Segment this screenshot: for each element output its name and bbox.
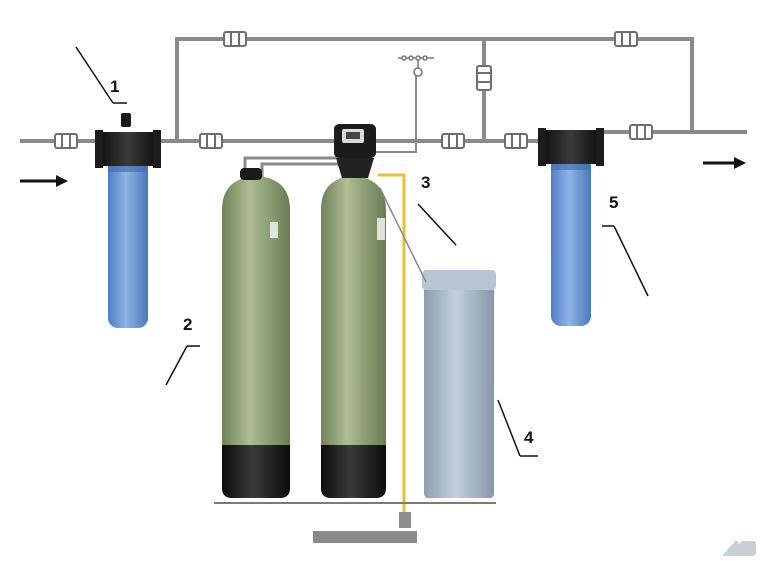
drain-pipe	[313, 531, 417, 543]
valve-inlet	[54, 133, 78, 149]
callout-1: 1	[110, 77, 119, 96]
watermark-logo-icon	[722, 540, 756, 556]
callout-5: 5	[609, 193, 618, 212]
tank-connector-1	[243, 156, 340, 174]
valve-bypass-right	[614, 31, 638, 47]
valve-after-prefilter	[199, 133, 223, 149]
valve-postfilter-inlet	[504, 133, 528, 149]
control-valve-head	[334, 124, 376, 178]
softener-tank-1	[222, 168, 290, 498]
pressure-relief-button	[121, 113, 131, 127]
callout-3: 3	[421, 173, 430, 192]
sampling-tap-icon	[398, 55, 434, 77]
post-filter-housing	[538, 128, 604, 326]
brine-tank	[422, 270, 496, 498]
outlet-arrow-icon	[703, 157, 746, 169]
drain-funnel	[399, 512, 411, 528]
tank-connector-2	[260, 162, 340, 178]
pipework	[20, 37, 747, 178]
sample-line	[374, 75, 417, 153]
valve-bypass-vertical	[476, 65, 492, 91]
valve-outlet	[629, 124, 653, 140]
post-filter-bowl	[551, 158, 591, 326]
valve-before-postfilter	[441, 133, 465, 149]
valves	[54, 31, 653, 149]
callout-2: 2	[183, 315, 192, 334]
inlet-arrow-icon	[20, 175, 68, 187]
softener-tank-2	[321, 176, 386, 498]
pre-filter-bowl	[108, 160, 148, 328]
callout-leaders	[75, 46, 649, 457]
valve-bypass-left	[223, 31, 247, 47]
brine-line	[379, 187, 427, 283]
callout-4: 4	[524, 428, 534, 447]
drain-line	[378, 173, 406, 512]
pre-filter-housing	[95, 113, 161, 328]
